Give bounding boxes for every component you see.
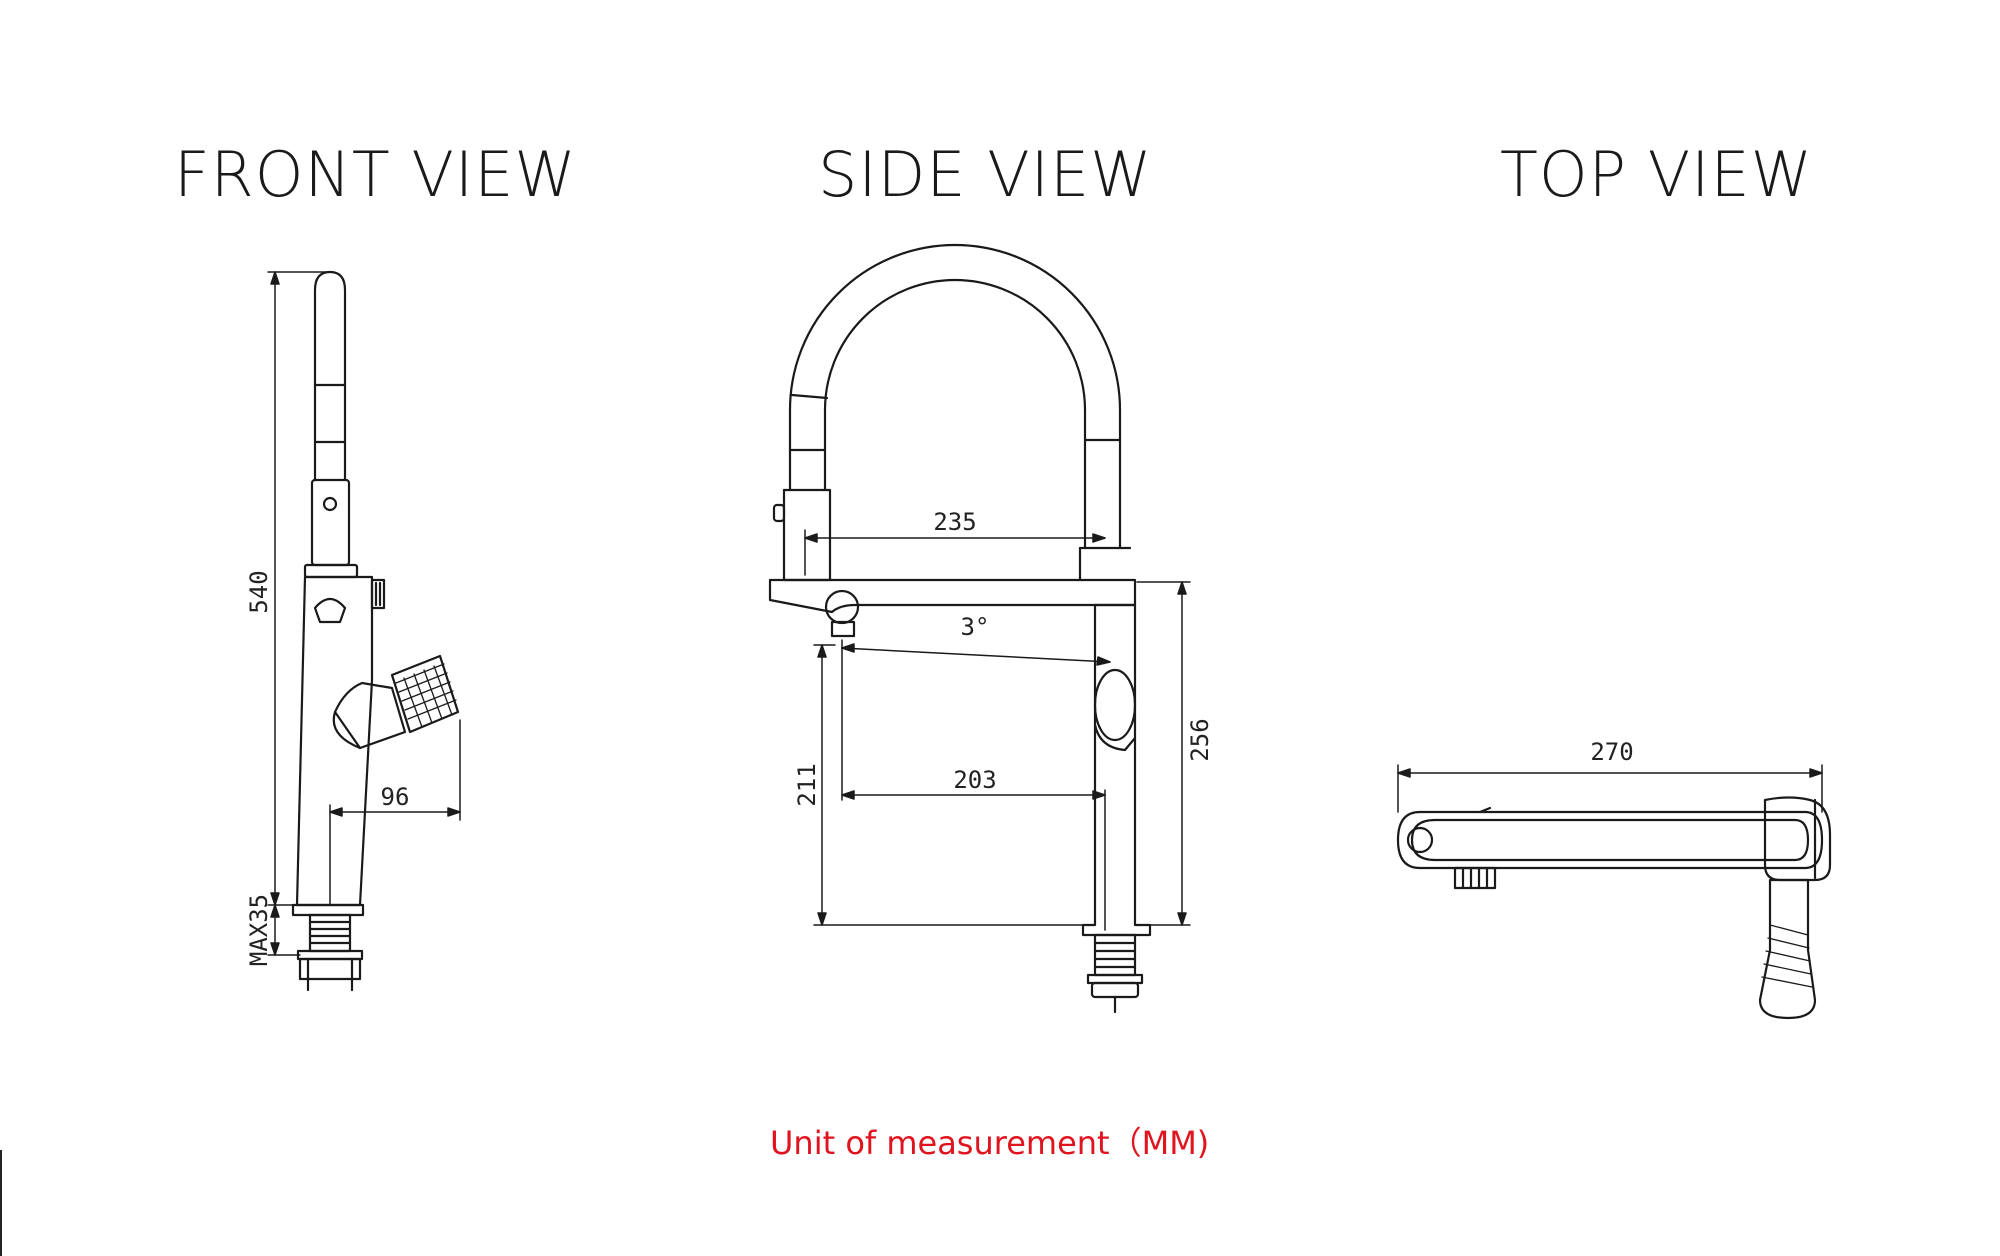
side-dim-reach-low-label: 203 [953, 766, 996, 794]
side-body [1081, 603, 1152, 937]
front-view-drawing: 540 MAX35 96 [245, 270, 461, 992]
side-spout-arm [768, 578, 1137, 614]
side-dim-211 [813, 644, 1084, 926]
front-dim-540 [267, 271, 331, 956]
front-spout [313, 270, 347, 482]
top-inlet-thread [1453, 866, 1497, 890]
front-pull-head [310, 478, 351, 567]
side-dim-angle-label: 3° [961, 613, 990, 641]
side-thread [1086, 933, 1144, 1014]
side-view-drawing: 235 3° 211 203 [768, 243, 1214, 1014]
front-dim-reach-label: 96 [381, 783, 410, 811]
front-dim-height-label: 540 [245, 570, 273, 613]
front-thread [296, 913, 364, 992]
side-dim-angle [841, 643, 1111, 666]
side-dim-256 [1136, 581, 1191, 926]
side-lever [1093, 668, 1137, 742]
top-swivel-base [1763, 796, 1832, 882]
top-lever [1758, 878, 1817, 1020]
top-view-drawing: 270 [1396, 738, 1832, 1020]
front-dim-96 [329, 719, 461, 906]
top-dim-width-label: 270 [1590, 738, 1633, 766]
side-dim-spout-label: 235 [933, 508, 976, 536]
side-button-icon [772, 503, 786, 523]
unit-note: Unit of measurement（MM) [770, 1124, 1210, 1162]
front-inlet-fitting [370, 578, 386, 610]
side-dim-203 [841, 639, 1106, 931]
side-dim-235 [804, 529, 1106, 576]
front-base [291, 903, 365, 917]
front-lever-grip [390, 654, 460, 734]
side-dim-height-low-label: 211 [793, 763, 821, 806]
side-dim-body-label: 256 [1186, 718, 1214, 761]
top-spout-arm [1396, 810, 1824, 870]
side-spray-head [782, 488, 832, 582]
front-dim-max-label: MAX35 [245, 894, 273, 966]
side-arc-spout [788, 243, 1122, 550]
front-view-title: FRONT VIEW [174, 138, 577, 211]
top-view-title: TOP VIEW [1500, 138, 1813, 211]
front-body [295, 575, 374, 907]
side-view-title: SIDE VIEW [818, 138, 1153, 211]
edge-line [0, 1150, 2, 1256]
top-dim-270 [1397, 764, 1823, 813]
front-button-icon [322, 496, 338, 512]
